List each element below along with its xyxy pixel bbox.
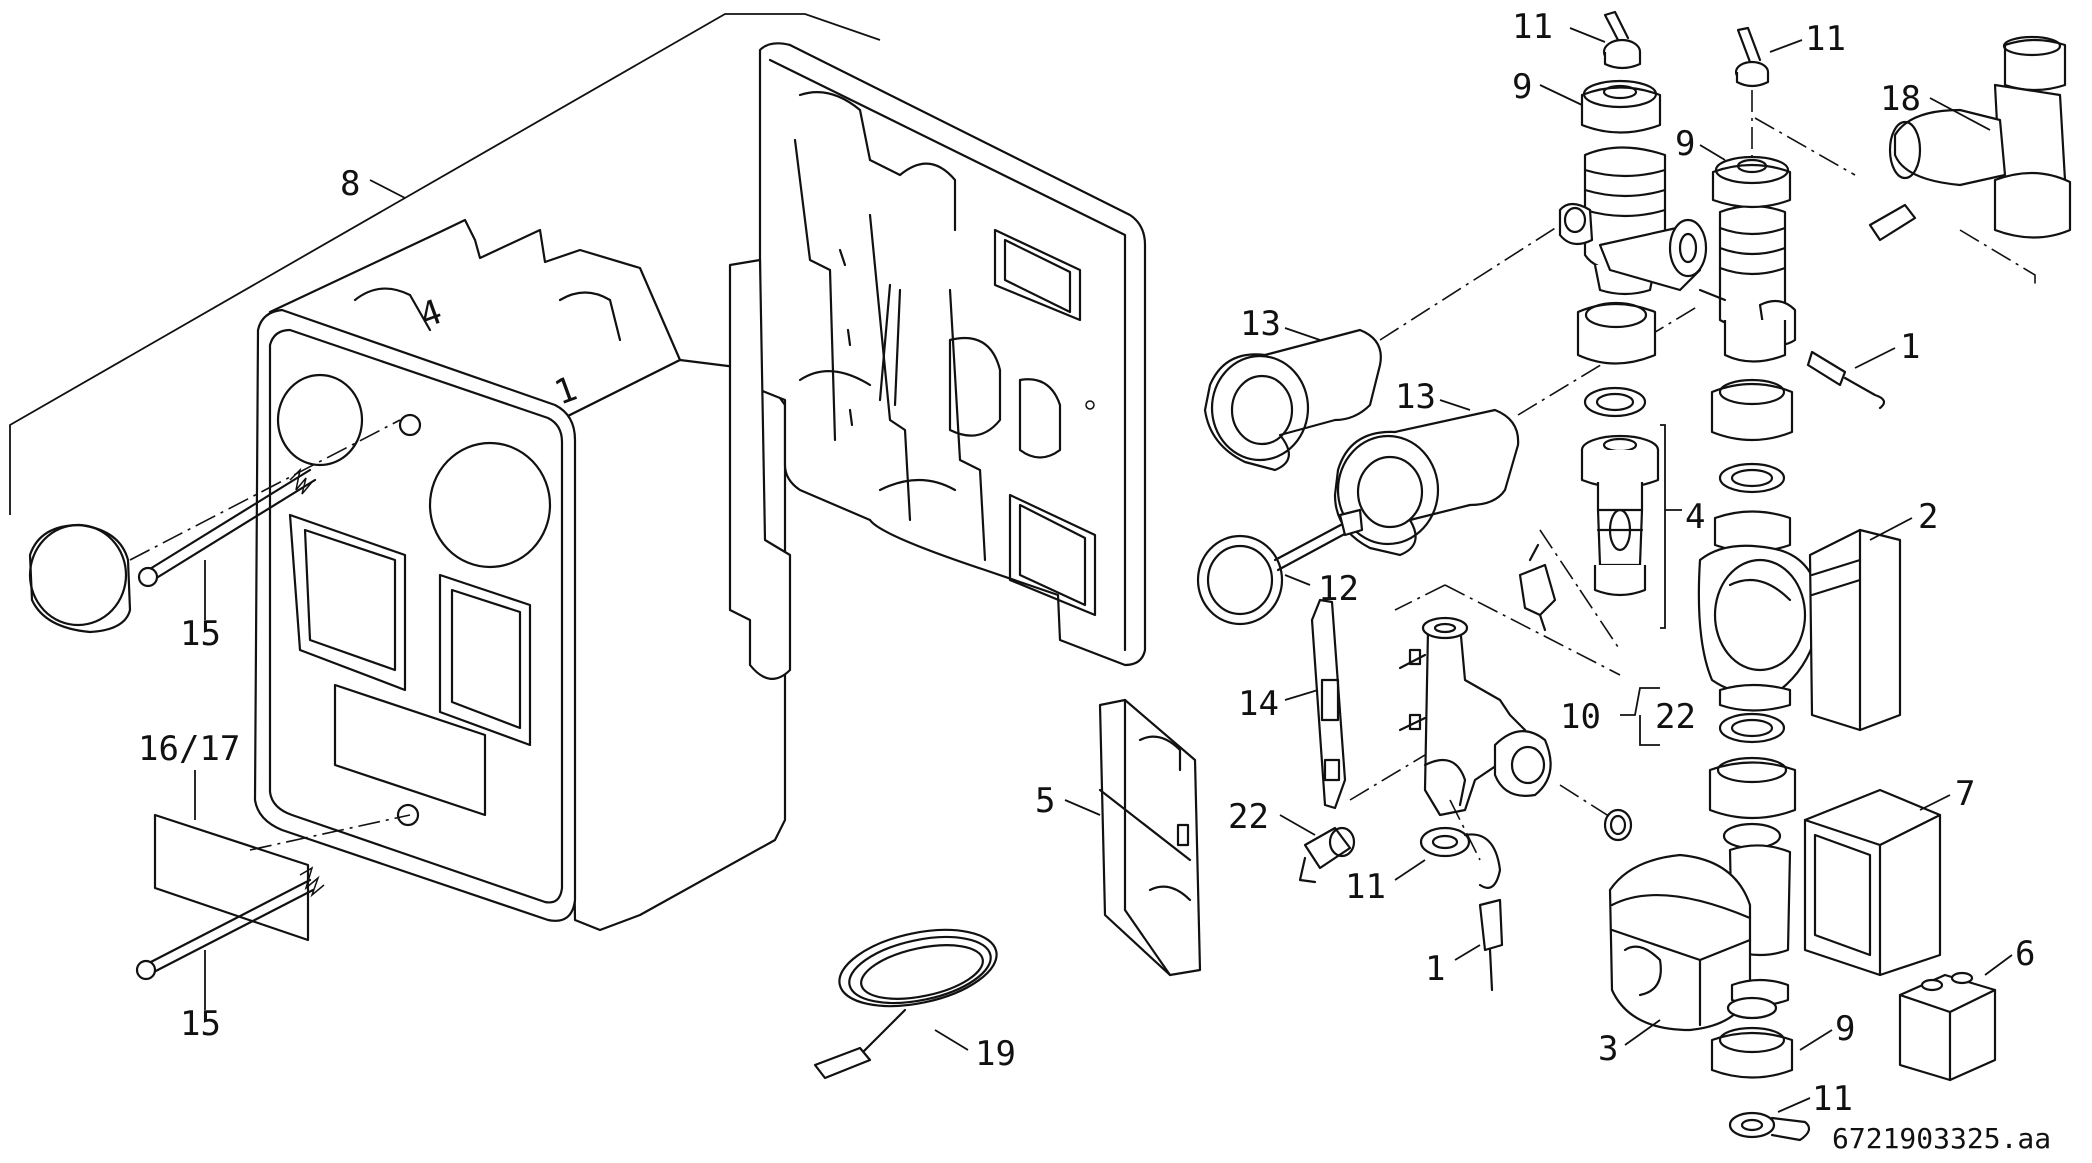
o-ring-right-lower: [1722, 822, 1782, 850]
screw-15-upper: [129, 419, 401, 588]
module-7: [1803, 788, 1942, 977]
union-nut-right-lower: [1708, 756, 1797, 820]
label-2: 2: [1918, 497, 1938, 537]
pump-2: [1697, 510, 1902, 732]
label-6: 6: [2015, 934, 2035, 974]
union-nut-bottom: [1710, 1026, 1794, 1079]
o-ring-right-middle: [1718, 712, 1786, 744]
union-nut-left: [1576, 301, 1657, 365]
mixing-valve-10: [1394, 584, 1621, 861]
label-1-upper: 1: [1900, 327, 1920, 367]
controller-housing-5: [1098, 698, 1202, 977]
label-9-upper-left: 9: [1512, 67, 1532, 107]
label-7: 7: [1955, 774, 1975, 814]
label-9-lower: 9: [1835, 1009, 1855, 1049]
mixing-actuator-3: [1608, 844, 1792, 1032]
cable-19: [813, 928, 998, 1080]
bracket-14: [1310, 598, 1451, 810]
label-11-upper-right: 11: [1805, 19, 1846, 59]
o-ring-right-upper: [1718, 462, 1786, 494]
label-15-lower: 15: [180, 1004, 221, 1044]
label-16-17: 16/17: [138, 729, 240, 769]
o-ring-bottom: [1726, 996, 1778, 1020]
o-ring-upper-left: [1583, 386, 1647, 418]
label-19: 19: [975, 1034, 1016, 1074]
clip-11-bottom: [1728, 1111, 1811, 1142]
label-22-right: 22: [1655, 697, 1696, 737]
knob-11-upper-left: [1602, 10, 1642, 70]
label-22-left: 22: [1228, 797, 1269, 837]
label-11-middle: 11: [1345, 867, 1386, 907]
sensor-1-lower: [1478, 898, 1504, 992]
cap-9-left: [1580, 79, 1662, 134]
label-13-upper: 13: [1240, 304, 1281, 344]
label-1-lower: 1: [1425, 949, 1445, 989]
label-10: 10: [1560, 697, 1601, 737]
label-8: 8: [340, 164, 360, 204]
module-6: [1898, 971, 1997, 1082]
thermometer-12: [1196, 508, 1364, 626]
label-3: 3: [1598, 1029, 1618, 1069]
label-14: 14: [1238, 684, 1279, 724]
label-13-lower: 13: [1395, 377, 1436, 417]
label-11-bottom: 11: [1812, 1079, 1853, 1119]
insulation-box-back: [728, 42, 1147, 680]
label-18: 18: [1880, 79, 1921, 119]
bridge-connector: [1598, 218, 1708, 292]
sleeve-13-lower: [1333, 304, 1701, 557]
check-valve-4: [1518, 424, 1666, 651]
label-15-upper: 15: [180, 614, 221, 654]
union-nut-right: [1710, 378, 1794, 442]
clip-11-middle: [1419, 826, 1502, 889]
knob-11-upper-right: [1734, 26, 1770, 160]
cap-9-right: [1711, 155, 1792, 209]
label-9-upper-right: 9: [1675, 124, 1695, 164]
tee-fitting-18: [1754, 35, 2072, 285]
label-5: 5: [1035, 781, 1055, 821]
screw-15-lower: [135, 814, 411, 981]
o-ring-middle: [1603, 808, 1633, 842]
sleeve-13-upper: [1203, 224, 1561, 472]
fitting-22: [1298, 826, 1356, 884]
sensor-1-upper: [1806, 350, 1886, 410]
ball-valve-right: [1698, 204, 1797, 363]
knob-part: [28, 523, 132, 634]
insulation-box-front: [9, 13, 881, 932]
label-4: 4: [1685, 497, 1705, 537]
drawing-code: 6721903325.aa: [1832, 1122, 2051, 1155]
label-11-upper-left: 11: [1512, 7, 1553, 47]
